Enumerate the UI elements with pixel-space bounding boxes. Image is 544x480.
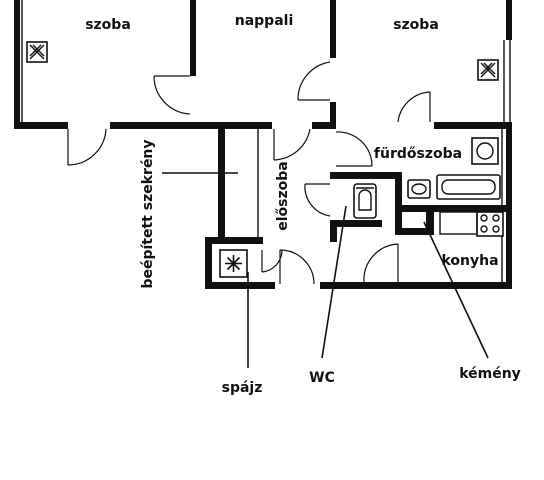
wall-right-exterior — [506, 124, 512, 288]
wall-left-exterior — [14, 0, 20, 128]
door-arc — [297, 61, 331, 101]
door-arc — [273, 128, 311, 161]
wall-main-horizontal — [312, 122, 336, 129]
wall-kitchen — [395, 228, 433, 235]
bathtub-icon — [436, 174, 501, 200]
door-arc — [363, 243, 399, 283]
ventilation-asterisk-icon — [219, 249, 248, 278]
room-label-furdoszoba: fürdőszoba — [374, 146, 462, 162]
room-label-beepitett-szekreny: beépített szekrény — [140, 139, 156, 288]
room-label-konyha: konyha — [441, 253, 498, 269]
wall-wardrobe — [218, 126, 225, 244]
wall-partition-right — [330, 0, 336, 58]
wall-partition-right — [330, 102, 336, 126]
room-labels: szoba nappali szoba fürdőszoba konyha el… — [85, 13, 498, 289]
thin-lines — [21, 0, 511, 282]
wall-pantry — [205, 282, 275, 289]
toilet-icon — [353, 183, 377, 219]
wall-wc — [330, 172, 402, 179]
doors — [67, 61, 431, 285]
callout-label-wc: WC — [309, 370, 335, 386]
sink-icon — [407, 179, 431, 199]
leader-kemeny — [423, 221, 489, 359]
leader-wc — [321, 205, 347, 359]
door-arc — [67, 128, 107, 166]
wall-wc — [395, 172, 402, 234]
wall-pantry — [205, 237, 263, 244]
callout-leaders — [162, 172, 489, 368]
kitchen-counter — [439, 211, 478, 235]
washing-machine-icon — [471, 137, 499, 165]
wall-pantry — [205, 237, 212, 289]
door-arc — [335, 131, 373, 167]
ventilation-x-icon — [477, 59, 499, 81]
fixtures — [26, 41, 504, 278]
door-arc — [397, 91, 431, 123]
door-arc — [261, 249, 283, 273]
wall-main-horizontal — [14, 122, 68, 129]
door-arc — [304, 183, 331, 217]
wall-wc — [330, 220, 337, 242]
stove-icon — [476, 211, 504, 237]
callout-labels: spájz WC kémény — [222, 366, 521, 396]
callout-label-kemeny: kémény — [459, 366, 521, 382]
room-label-eloszoba: előszoba — [275, 161, 291, 230]
walls — [14, 0, 512, 289]
room-label-nappali: nappali — [235, 13, 294, 29]
door-arc — [279, 249, 315, 285]
wall-partition-left — [190, 0, 196, 76]
wall-right-exterior — [506, 0, 512, 40]
room-label-szoba-right: szoba — [393, 17, 439, 33]
door-arc — [153, 75, 191, 115]
ventilation-x-icon — [26, 41, 48, 63]
wall-wc — [330, 220, 382, 227]
wall-bath-kitchen — [402, 205, 506, 212]
wall-main-horizontal — [110, 122, 272, 129]
wall-main-horizontal — [434, 122, 512, 129]
room-label-szoba-left: szoba — [85, 17, 131, 33]
callout-label-spajz: spájz — [222, 380, 263, 396]
wall-bottom — [320, 282, 512, 289]
chimney-block — [426, 205, 434, 235]
